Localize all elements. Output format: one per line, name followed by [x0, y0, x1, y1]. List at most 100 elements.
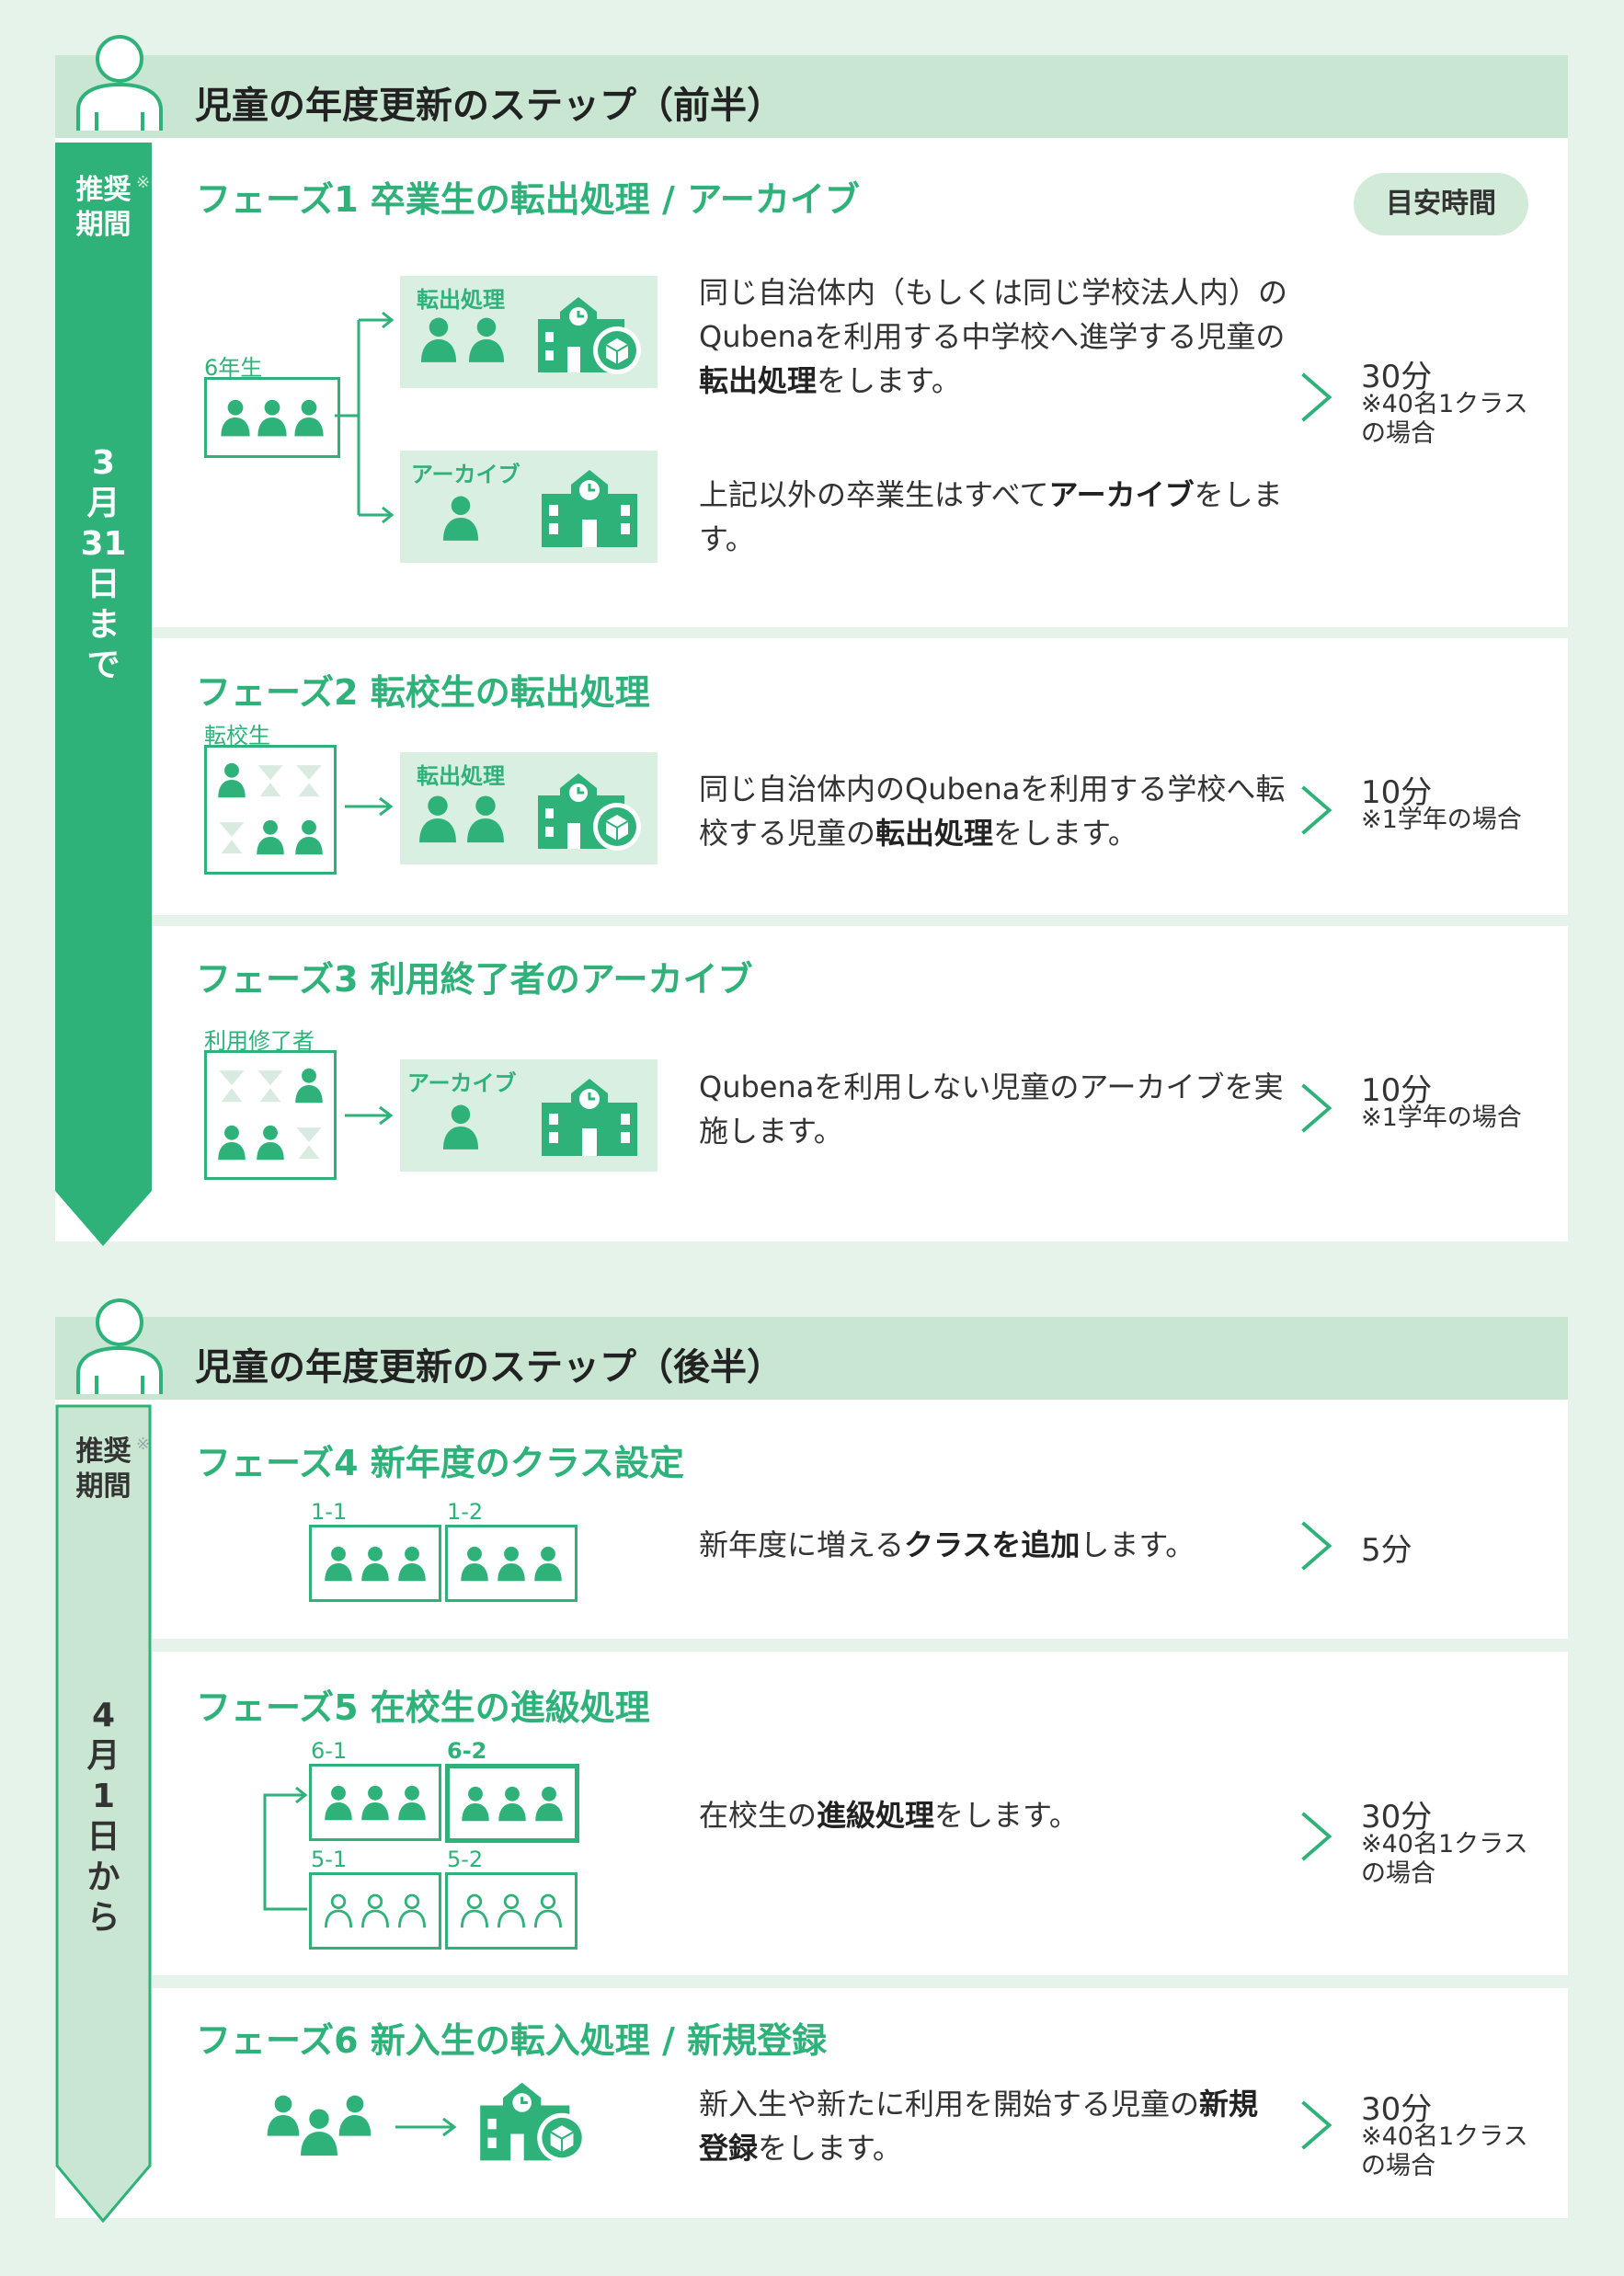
class-box-5-1	[309, 1872, 441, 1950]
student-icon	[216, 1123, 247, 1161]
promotion-arrow-connector	[263, 1786, 308, 1911]
ended-users-label: 利用修了者	[204, 1028, 315, 1054]
phase3-title: フェーズ3 利用終了者のアーカイブ	[196, 959, 753, 1000]
inactive-student-icon	[255, 1066, 286, 1104]
student-icon	[292, 398, 326, 437]
student-icon	[219, 398, 252, 437]
recommended-date: 4 月 1 日 か ら	[86, 1697, 120, 1937]
chevron-right-icon	[1297, 783, 1337, 837]
phase1-description-transfer: 同じ自治体内（もしくは同じ学校法人内）のQubenaを利用する中学校へ進学する児…	[699, 275, 1288, 398]
grade-label: 6年生	[204, 355, 263, 381]
class-label: 5-2	[447, 1847, 484, 1872]
second-half-section	[55, 1317, 1568, 2218]
transfer-class-box	[204, 745, 337, 875]
student-icon	[459, 1545, 490, 1582]
student-icon	[298, 2106, 340, 2157]
class-box-6-2	[445, 1764, 579, 1843]
divider	[152, 915, 1568, 926]
recommended-date: 3 月 31 日 ま で	[80, 444, 127, 684]
student-icon	[396, 1545, 428, 1582]
divider	[152, 1639, 1568, 1652]
phase4-title: フェーズ4 新年度のクラス設定	[196, 1443, 685, 1483]
class-label: 6-1	[311, 1738, 348, 1764]
school-transfer-icon	[532, 765, 643, 853]
arrow-right-icon	[345, 1105, 394, 1126]
class-box-1-1	[309, 1525, 441, 1602]
class-box-1-2	[445, 1525, 578, 1602]
second-half-title: 児童の年度更新のステップ（後半）	[195, 1346, 783, 1389]
inactive-student-icon	[293, 1123, 325, 1161]
student-icon	[496, 1545, 527, 1582]
phase2-description: 同じ自治体内のQubenaを利用する学校へ転校する児童の転出処理をします。	[699, 772, 1286, 851]
student-icon	[532, 1545, 564, 1582]
inactive-student-icon	[293, 761, 325, 799]
grade6-class-box	[204, 377, 340, 458]
phase6-time: 30分	[1361, 2091, 1433, 2128]
ended-users-class-box	[204, 1050, 337, 1180]
first-half-header	[55, 55, 1568, 138]
student-icon	[323, 1545, 354, 1582]
phase5-title: フェーズ5 在校生の進級処理	[196, 1687, 650, 1728]
student-icon	[497, 1785, 528, 1822]
phase3-time: 10分	[1361, 1072, 1433, 1109]
student-outline-icon	[323, 1893, 354, 1929]
student-icon	[256, 398, 289, 437]
arrow-right-icon	[395, 2117, 457, 2137]
student-icon	[216, 761, 247, 799]
class-label: 1-1	[311, 1499, 348, 1525]
inactive-student-icon	[216, 1066, 247, 1104]
student-icon	[396, 1784, 428, 1821]
phase5-time-note: ※40名1クラスの場合	[1361, 1830, 1528, 1888]
student-outline-icon	[496, 1893, 527, 1929]
divider	[152, 627, 1568, 638]
divider	[152, 1975, 1568, 1988]
student-icon	[360, 1545, 391, 1582]
student-icon	[265, 2093, 302, 2137]
student-icon	[323, 1784, 354, 1821]
phase5-description: 在校生の進級処理をします。	[699, 1798, 1079, 1833]
student-icon	[255, 818, 286, 856]
phase1-time-note: ※40名1クラスの場合	[1361, 390, 1528, 448]
phase1-time: 30分	[1361, 359, 1433, 395]
class-box-6-1	[309, 1764, 441, 1841]
student-icon	[460, 1785, 491, 1822]
student-outline-icon	[459, 1893, 490, 1929]
student-icon	[360, 1784, 391, 1821]
chevron-right-icon	[1297, 2099, 1337, 2152]
first-half-title: 児童の年度更新のステップ（前半）	[195, 85, 783, 127]
recommended-period-bar	[55, 1404, 152, 2224]
student-icon	[440, 1102, 481, 1151]
second-half-header	[55, 1317, 1568, 1400]
phase4-time: 5分	[1361, 1532, 1412, 1569]
arrow-right-icon	[345, 796, 394, 817]
user-avatar-icon	[69, 28, 170, 136]
class-label: 6-2	[447, 1738, 487, 1764]
chevron-right-icon	[1297, 1519, 1337, 1573]
recommended-note-mark: ※	[136, 173, 151, 192]
student-icon	[337, 2093, 373, 2137]
branch-arrow-connector	[335, 311, 395, 524]
student-icon	[293, 818, 325, 856]
student-icon	[440, 493, 481, 543]
class-label: 5-1	[311, 1847, 348, 1872]
recommended-note-mark: ※	[136, 1435, 151, 1454]
phase1-title: フェーズ1 卒業生の転出処理 / アーカイブ	[196, 179, 860, 220]
inactive-student-icon	[255, 761, 286, 799]
chevron-right-icon	[1297, 371, 1337, 424]
student-outline-icon	[396, 1893, 428, 1929]
new-students-icon	[265, 2089, 375, 2159]
phase2-time-note: ※1学年の場合	[1361, 806, 1522, 834]
class-box-5-2	[445, 1872, 578, 1950]
student-icon	[417, 793, 459, 844]
transfer-students-label: 転校生	[204, 723, 270, 749]
student-outline-icon	[532, 1893, 564, 1929]
first-half-section	[55, 55, 1568, 1241]
phase6-title: フェーズ6 新入生の転入処理 / 新規登録	[196, 2020, 828, 2061]
class-label: 1-2	[447, 1499, 484, 1525]
student-icon	[293, 1066, 325, 1104]
recommended-label: 推奨期間	[75, 174, 132, 241]
phase3-time-note: ※1学年の場合	[1361, 1104, 1522, 1132]
user-avatar-icon	[69, 1291, 170, 1400]
student-icon	[464, 793, 507, 844]
student-icon	[255, 1123, 286, 1161]
